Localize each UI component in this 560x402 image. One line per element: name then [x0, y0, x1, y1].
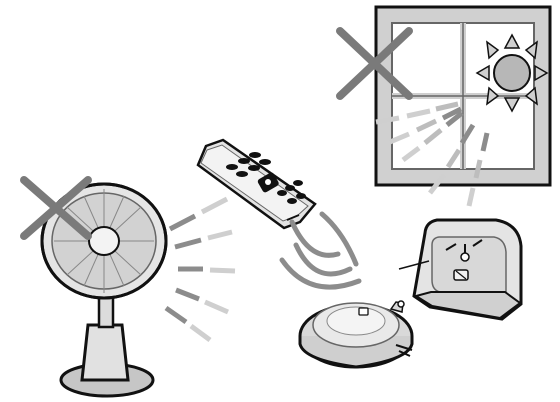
airflow-segment [191, 326, 210, 340]
airflow-segment [210, 270, 235, 271]
airflow-segment [202, 199, 227, 212]
remote-button [226, 164, 238, 170]
airflow-segment [166, 308, 186, 322]
remote-button [238, 158, 250, 164]
sunlight-beam-segment [469, 188, 473, 206]
remote-button [285, 185, 295, 191]
remote-button [296, 193, 306, 199]
remote-button [248, 165, 260, 171]
fan-hub [89, 227, 119, 255]
remote-button [236, 171, 248, 177]
charging-base [399, 220, 521, 319]
airflow-segment [205, 302, 228, 312]
airflow-segment [176, 290, 199, 299]
remote-dpad-center [265, 179, 271, 185]
airflow-segment [170, 216, 195, 229]
indicator-light [461, 253, 469, 261]
remote-button [287, 198, 297, 204]
remote-button [249, 152, 261, 158]
robot-sensor-window [359, 308, 368, 315]
fan-stand [82, 325, 128, 380]
charging-base-face [432, 237, 506, 292]
robot-status-light [398, 301, 404, 307]
airflow-segment [208, 232, 232, 238]
robot-vacuum [300, 301, 412, 367]
remote-button [293, 180, 303, 186]
airflow-segment [175, 240, 201, 247]
sun-icon [477, 35, 547, 111]
remote-button [259, 159, 271, 165]
fan-airflow [166, 199, 235, 340]
signal-wave [296, 245, 350, 274]
sun-disc [494, 55, 530, 91]
robot-top-cover [327, 307, 385, 335]
remote-control [198, 140, 315, 228]
remote-button [277, 190, 287, 196]
remote-signal-waves [282, 214, 359, 287]
